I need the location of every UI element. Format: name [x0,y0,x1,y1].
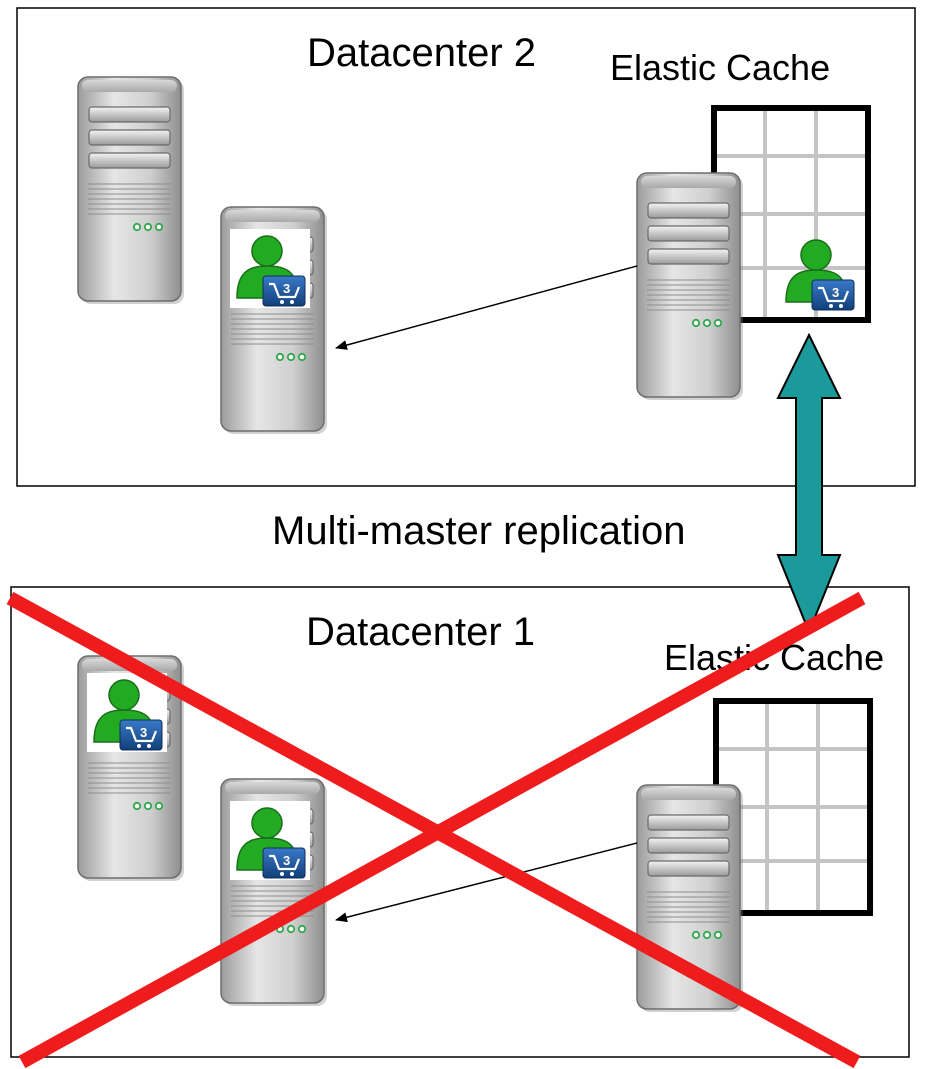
drive-bay [647,202,730,219]
datacenter-2-cache-label: Elastic Cache [610,47,830,88]
status-led-icon [297,924,307,934]
status-led-icon [154,222,164,232]
user-head [251,235,283,267]
server-rack-icon [77,76,184,304]
request-arrow [335,842,638,923]
status-led-icon [691,318,701,328]
status-led-icon [691,930,701,940]
status-led-icon [154,801,164,811]
datacenter-1-title: Datacenter 1 [306,610,535,654]
failure-cross-icon [6,591,866,1069]
cart-count: 3 [140,725,147,740]
drive-bay [647,814,730,831]
user-head [251,807,283,839]
cart-count: 3 [832,285,839,300]
drive-bay [647,225,730,242]
status-led-icon [132,801,142,811]
shopping-cart-icon [126,726,158,743]
status-led-icon [713,318,723,328]
request-arrow [335,265,638,350]
drive-bay [88,129,171,146]
status-led-icon [275,352,285,362]
status-led-icon [143,801,153,811]
status-led-icon [286,924,296,934]
status-led-icon [132,222,142,232]
cart-count: 3 [283,853,290,868]
user-cart-session-icon: 3 [230,229,310,308]
user-cart-session-icon: 3 [230,801,310,880]
user-cart-session-icon: 3 [87,673,167,752]
drive-bay [88,152,171,169]
status-led-icon [702,930,712,940]
cart-count: 3 [283,281,290,296]
status-led-icon [713,930,723,940]
drive-bay [647,248,730,265]
user-head [800,239,832,271]
status-led-icon [143,222,153,232]
server-rack-icon [636,172,743,400]
user-head [108,679,140,711]
drive-bay [647,837,730,854]
datacenter-2-title: Datacenter 2 [307,31,536,75]
replication-label: Multi-master replication [272,509,685,553]
datacenter-2: Datacenter 2 Elastic Cache 3 3 [16,7,916,487]
datacenter-1: Datacenter 1 3 3 [10,586,910,1058]
drive-bay [647,860,730,877]
status-led-icon [286,352,296,362]
status-led-icon [702,318,712,328]
drive-bay [88,106,171,123]
user-cart-session-icon: 3 [785,239,855,311]
shopping-cart-icon [269,282,301,299]
status-led-icon [297,352,307,362]
shopping-cart-icon [269,854,301,871]
shopping-cart-icon [818,286,850,303]
